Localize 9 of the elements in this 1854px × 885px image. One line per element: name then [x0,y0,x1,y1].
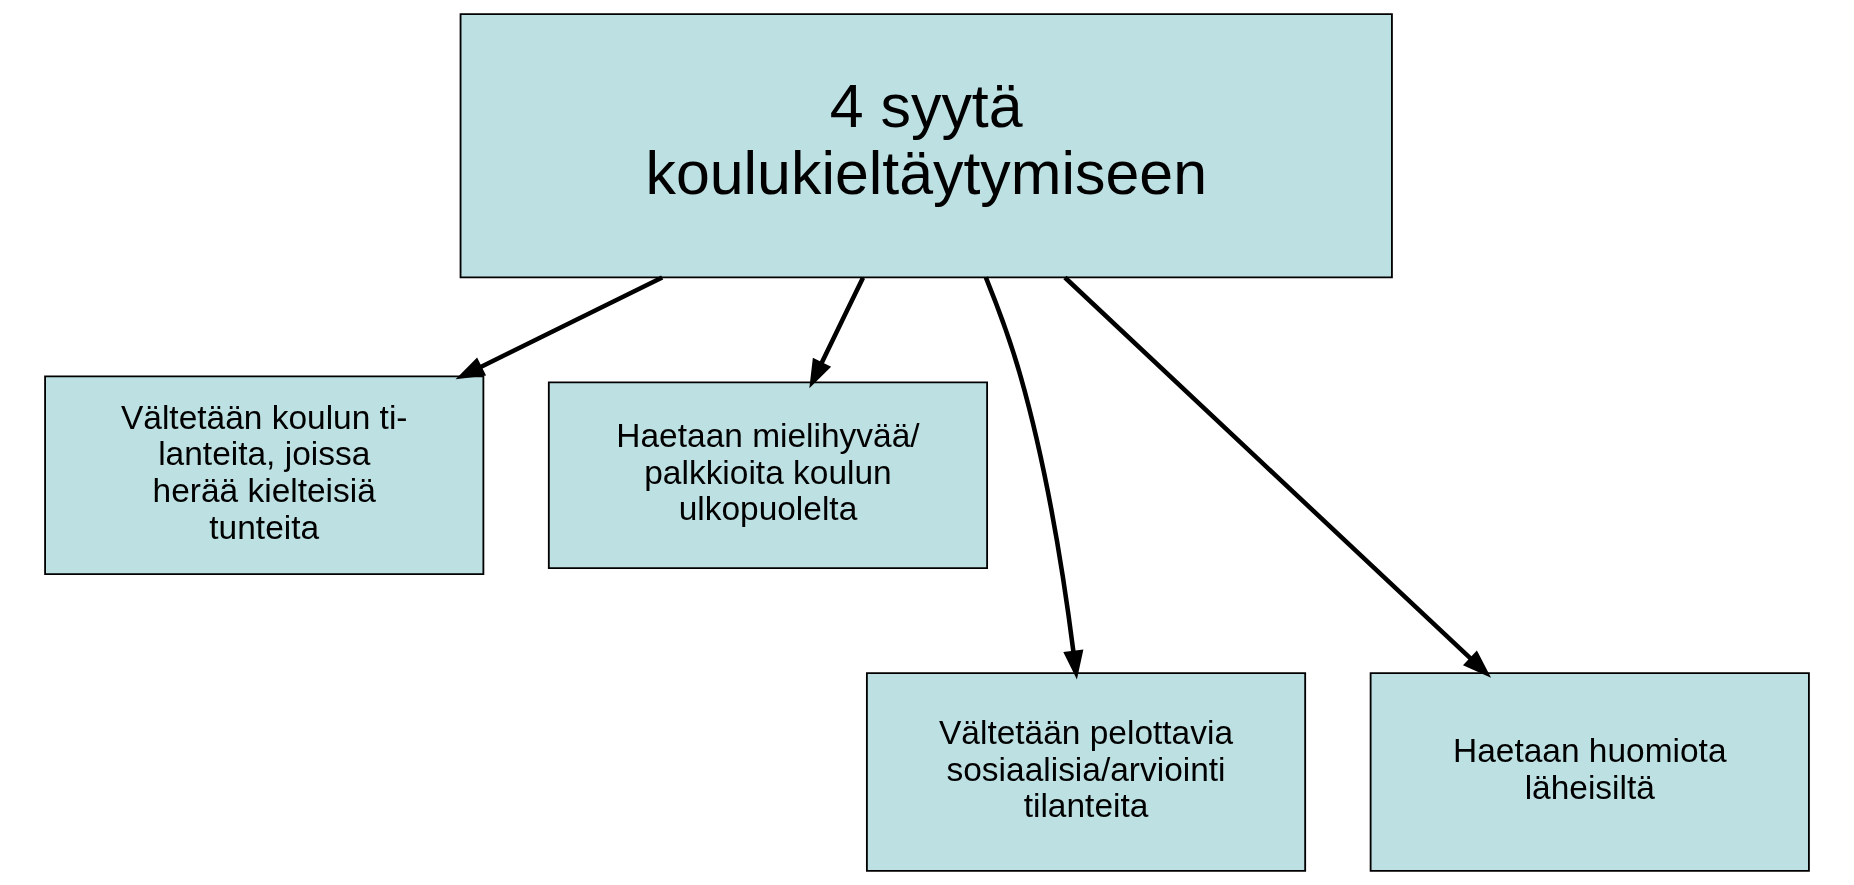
node-box: Haetaan huomiota läheisiltä [1369,672,1810,872]
node-box: Vältetään koulun ti- lanteita, joissa herää kielteisiä tunteita [44,375,485,576]
arrow [1063,275,1492,678]
node-box: Haetaan mielihyvää/ palkkioita koulun ulkopuolelta [547,381,989,569]
node-box: Vältetään pelottavia sosiaalisia/arviointi tilanteita [865,672,1307,872]
arrow [983,276,1084,680]
arrow [455,275,664,380]
arrow [809,276,866,389]
node-box: 4 syytä koulukieltäytymiseen [459,13,1393,279]
